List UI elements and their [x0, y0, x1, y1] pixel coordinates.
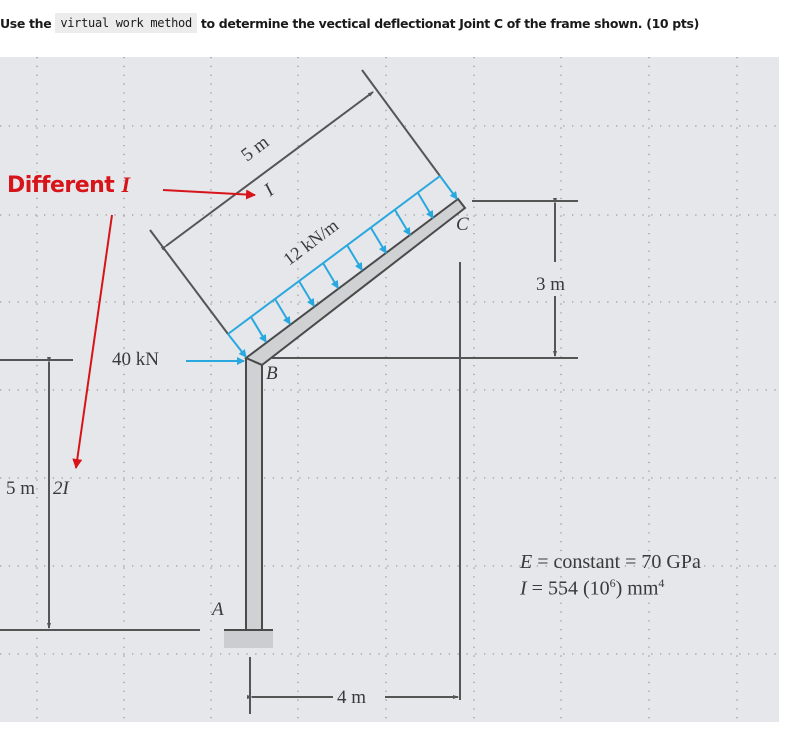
distributed-load: [186, 175, 458, 365]
frame-diagram: [0, 57, 779, 722]
member-bc: [244, 197, 467, 367]
horizontal-load-label: 40 kN: [112, 349, 159, 370]
joint-c-label: C: [456, 214, 469, 235]
frame-figure: Different I 5 m I 12 kN/m C B A 40 kN 3 …: [0, 57, 779, 722]
question-text: Use the virtual work method to determine…: [0, 12, 699, 34]
joint-b-label: B: [266, 363, 278, 384]
column-length-label: 5 m: [6, 478, 36, 499]
joint-a-label: A: [212, 599, 224, 620]
inertia-property: I = 554 (106) mm4: [520, 576, 665, 600]
member-ab: [245, 356, 263, 631]
span-label: 4 m: [337, 687, 367, 708]
question-suffix: to determine the vectical deflectionat J…: [200, 15, 699, 31]
annotation-arrows: [72, 189, 256, 469]
inline-code-virtual-work: virtual work method: [55, 13, 197, 33]
support-base: [224, 630, 273, 648]
grid: [0, 57, 779, 722]
rise-label: 3 m: [536, 274, 566, 295]
question-prefix: Use the: [0, 15, 52, 31]
column-inertia-label: 2I: [53, 478, 69, 499]
frame-members: [224, 197, 467, 648]
modulus-property: E = constant = 70 GPa: [520, 551, 701, 573]
different-i-note: Different I: [7, 172, 130, 198]
dimension-lines: [0, 69, 578, 714]
